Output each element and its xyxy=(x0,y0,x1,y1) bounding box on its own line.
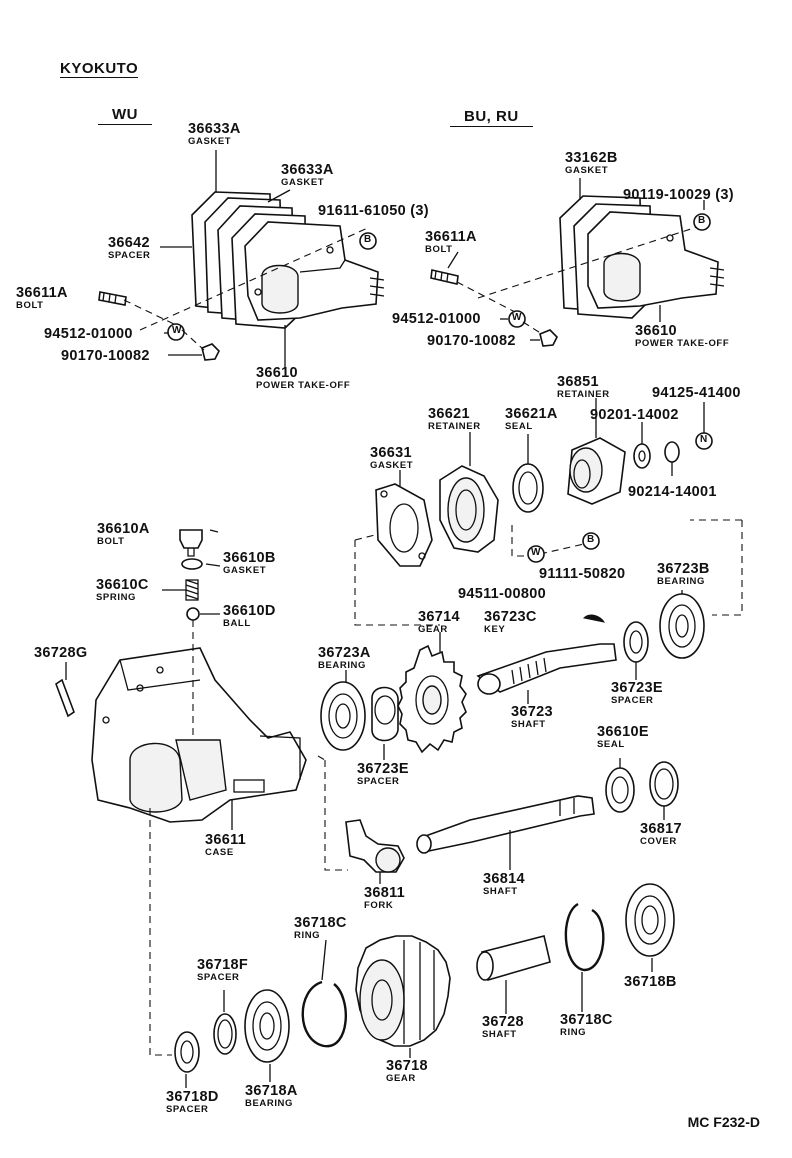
callout-36718b: 36718B xyxy=(624,974,677,990)
washer-symbol-left: W xyxy=(172,325,182,336)
washer-symbol-retainer: W xyxy=(531,547,541,558)
bolt-symbol-right: B xyxy=(698,215,706,226)
washer-symbol-right: W xyxy=(512,312,522,323)
callout-94511: 94511-00800 xyxy=(458,586,546,602)
pto-assembly-left xyxy=(98,150,385,368)
shift-shaft-group xyxy=(317,755,679,884)
brand-label: KYOKUTO xyxy=(60,60,139,78)
callout-94512-right: 94512-01000 xyxy=(392,311,481,327)
group-label-wu: WU xyxy=(98,106,152,125)
nut-symbol: N xyxy=(700,434,708,445)
case-assembly xyxy=(55,529,307,1056)
callout-91611: 91611-61050 (3) xyxy=(318,203,429,219)
diagram-code: MC F232-D xyxy=(687,1114,760,1130)
callout-90170-right: 90170-10082 xyxy=(427,333,516,349)
pto-assembly-right xyxy=(430,178,725,347)
callout-94512-left: 94512-01000 xyxy=(44,326,133,342)
shaft-gear-group xyxy=(320,590,705,760)
callout-94125: 94125-41400 xyxy=(652,385,741,401)
bolt-symbol-retainer: B xyxy=(587,534,595,545)
callout-90170-left: 90170-10082 xyxy=(61,348,150,364)
callout-90119: 90119-10029 (3) xyxy=(623,187,734,203)
callout-90214: 90214-14001 xyxy=(628,484,717,500)
retainer-seal-group xyxy=(354,398,743,626)
idler-gear-group xyxy=(174,883,675,1088)
callout-36728g: 36728G xyxy=(34,645,88,661)
group-label-bu-ru: BU, RU xyxy=(450,108,533,127)
callout-91111: 91111-50820 xyxy=(539,566,626,582)
bolt-symbol-left: B xyxy=(364,234,372,245)
callout-90201: 90201-14002 xyxy=(590,407,679,423)
